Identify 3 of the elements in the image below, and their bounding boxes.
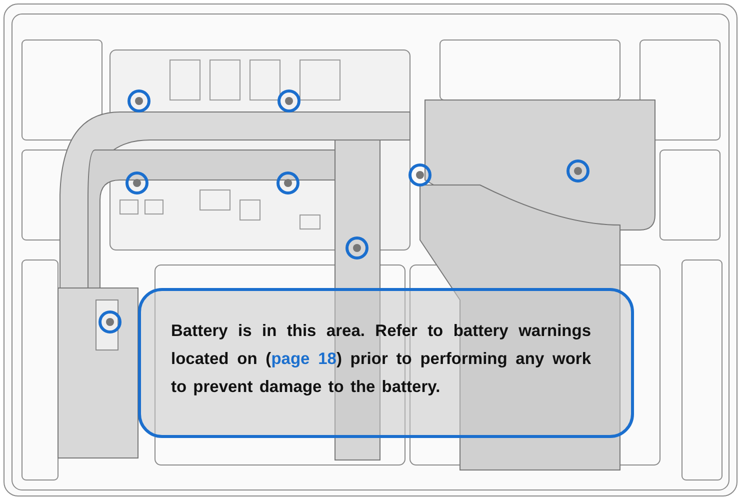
page-link: page 18 — [271, 350, 336, 368]
callout-box — [138, 288, 634, 438]
warning-text: Battery is in this area. Refer to battery warnings located on (page 18) prior to performing any work to prevent damage to the battery. — [171, 321, 591, 398]
